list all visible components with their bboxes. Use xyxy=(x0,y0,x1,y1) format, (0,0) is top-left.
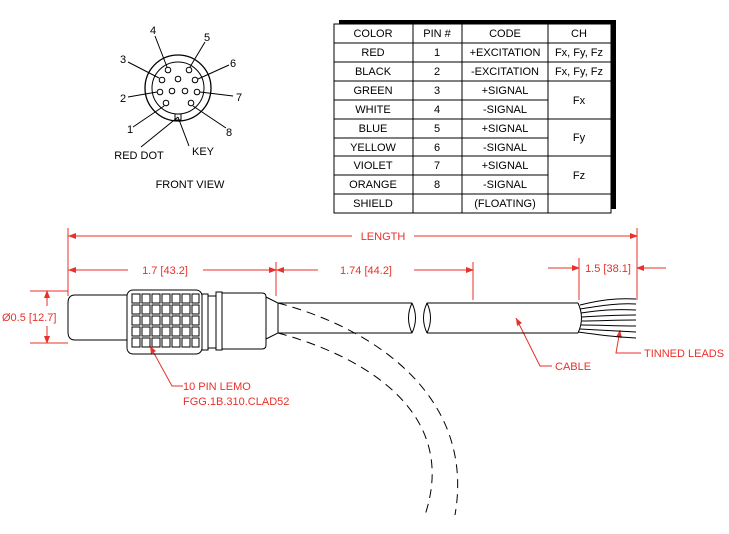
table-row-8-code: -SIGNAL xyxy=(483,179,527,191)
connector-outer-ring xyxy=(144,54,212,122)
table-row-7-code: +SIGNAL xyxy=(482,160,529,172)
section-length-dimension: 1.74 [44.2] xyxy=(340,265,392,277)
table-row-2-code: -EXCITATION xyxy=(471,66,539,78)
pin-hole-5 xyxy=(185,66,193,74)
pin-hole-1 xyxy=(162,99,170,107)
table-row-7-color: VIOLET xyxy=(353,160,392,172)
table-row-8-color: ORANGE xyxy=(349,179,397,191)
cable-break-right xyxy=(423,302,428,334)
pin-label-8: 8 xyxy=(226,127,232,139)
pin-label-6: 6 xyxy=(230,58,236,70)
connector-length-dimension: 1.7 [43.2] xyxy=(142,265,188,277)
table-row-4-color: WHITE xyxy=(355,104,390,116)
pin-hole-11 xyxy=(181,87,189,95)
pin-hole-8 xyxy=(187,99,195,107)
table-row-3-pin: 3 xyxy=(434,85,440,97)
table-row-5-code: +SIGNAL xyxy=(482,123,529,135)
connector-inner-ring xyxy=(151,61,205,115)
cable-label: CABLE xyxy=(555,361,591,373)
table-row-5-pin: 5 xyxy=(434,123,440,135)
table-row-2-pin: 2 xyxy=(434,66,440,78)
pin-leaders xyxy=(127,35,234,148)
table-row-1-code: +EXCITATION xyxy=(470,47,541,59)
dimension-lines xyxy=(30,228,666,387)
pin-label-3: 3 xyxy=(120,54,126,66)
table-row-1-pin: 1 xyxy=(434,47,440,59)
connector-ring-2 xyxy=(207,295,217,349)
table-header-pin: PIN # xyxy=(423,28,451,40)
table-row-9-code: (FLOATING) xyxy=(474,198,536,210)
table-row-5-ch: Fy xyxy=(573,132,586,144)
connector-part-label-2: FGG.1B.310.CLAD52 xyxy=(183,396,289,408)
table-row-6-color: YELLOW xyxy=(350,142,396,154)
table-row-6-pin: 6 xyxy=(434,142,440,154)
table-header-color: COLOR xyxy=(353,28,392,40)
table-row-1-ch: Fx, Fy, Fz xyxy=(555,47,603,59)
cable-end xyxy=(577,302,582,334)
front-view-caption: FRONT VIEW xyxy=(156,179,225,191)
table-row-2-ch: Fx, Fy, Fz xyxy=(555,66,603,78)
connector-ring-1 xyxy=(201,293,209,351)
connector-back-shell xyxy=(221,292,267,350)
cable-body xyxy=(278,302,582,334)
pin-hole-10 xyxy=(168,87,176,95)
pin-holes xyxy=(156,66,201,107)
table-col-lines xyxy=(412,24,549,213)
table-row-3-code: +SIGNAL xyxy=(482,85,529,97)
table-row-3-color: GREEN xyxy=(353,85,392,97)
length-dimension-label: LENGTH xyxy=(361,231,406,243)
table-row-7-pin: 7 xyxy=(434,160,440,172)
table-header-code: CODE xyxy=(489,28,521,40)
pin-hole-4 xyxy=(164,66,172,74)
strain-relief xyxy=(265,296,279,340)
dimension-arrowheads xyxy=(68,233,622,354)
table-row-4-pin: 4 xyxy=(434,104,440,116)
pin-hole-9 xyxy=(174,75,182,83)
knurl-pattern xyxy=(131,293,200,348)
connector-front-view: 4 5 3 6 2 7 1 8 RED DOT KEY FRONT VIEW xyxy=(114,25,242,191)
lemo-connector xyxy=(67,289,279,355)
table-row-6-code: -SIGNAL xyxy=(483,142,527,154)
table-row-5-color: BLUE xyxy=(359,123,388,135)
pin-hole-3 xyxy=(158,76,166,84)
pin-label-2: 2 xyxy=(120,93,126,105)
table-header-ch: CH xyxy=(571,28,587,40)
pinout-table: COLOR PIN # CODE CH RED 1 +EXCITATION Fx… xyxy=(333,20,616,214)
table-row-2-color: BLACK xyxy=(355,66,392,78)
connector-part-label-1: 10 PIN LEMO xyxy=(183,381,251,393)
tinned-leads xyxy=(577,298,637,339)
cable-bend-phantom xyxy=(277,302,459,516)
table-row-lines xyxy=(334,42,611,195)
tinned-leads-label: TINNED LEADS xyxy=(644,348,724,360)
table-row-3-ch: Fx xyxy=(573,95,586,107)
pin-label-4: 4 xyxy=(150,25,156,37)
table-row-4-code: -SIGNAL xyxy=(483,104,527,116)
diameter-dimension: Ø0.5 [12.7] xyxy=(2,312,56,324)
cable-break-left xyxy=(408,302,413,334)
table-row-8-pin: 8 xyxy=(434,179,440,191)
pin-hole-7 xyxy=(193,88,201,96)
table-row-7-ch: Fz xyxy=(573,170,585,182)
pin-hole-6 xyxy=(191,76,199,84)
red-dot-label: RED DOT xyxy=(114,150,164,162)
table-row-1-color: RED xyxy=(361,47,384,59)
table-row-9-color: SHIELD xyxy=(353,198,393,210)
key-label: KEY xyxy=(192,146,215,158)
pin-label-1: 1 xyxy=(127,124,133,136)
connector-nose xyxy=(67,294,128,341)
lead-length-dimension: 1.5 [38.1] xyxy=(585,263,631,275)
pin-hole-2 xyxy=(156,88,164,96)
connector-ring-3 xyxy=(215,291,223,351)
pin-label-7: 7 xyxy=(236,92,242,104)
pin-label-5: 5 xyxy=(204,32,210,44)
